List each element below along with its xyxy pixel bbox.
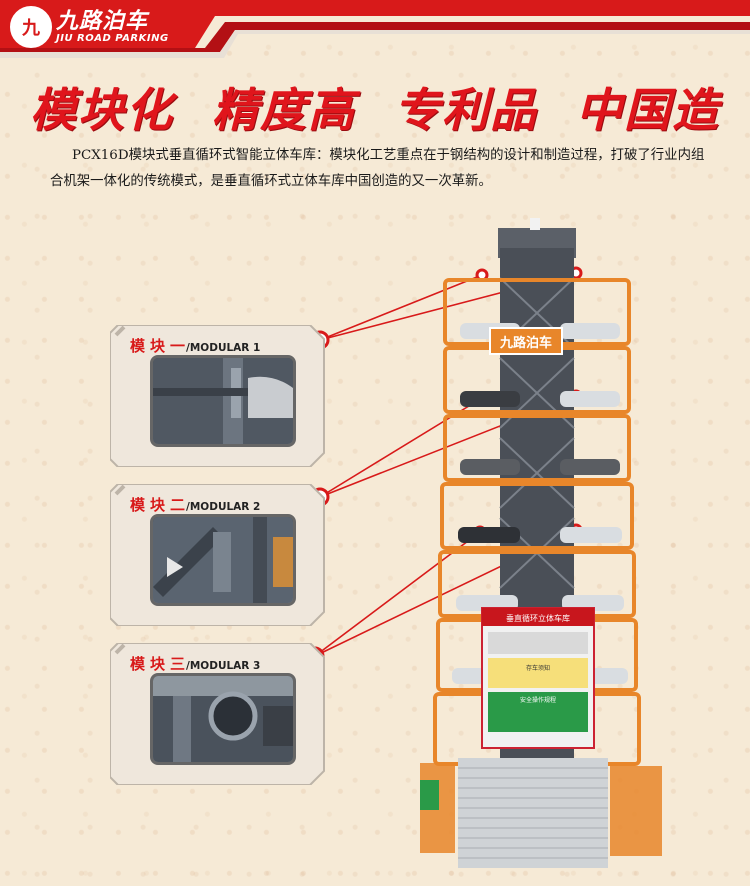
header-banner bbox=[0, 0, 750, 58]
headline-item: 模块化 bbox=[29, 83, 174, 137]
module-panel-3: 模块三/MODULAR 3 bbox=[110, 643, 332, 785]
parking-tower-illustration: 九路泊车 垂直循环立体车库 存车须知 安全操作规程 bbox=[420, 218, 662, 868]
module-photo bbox=[150, 514, 296, 606]
intro-paragraph: PCX16D模块式垂直循环式智能立体车库：模块化工艺重点在于钢结构的设计和制造过… bbox=[50, 143, 710, 195]
module-panel-1: 模块一/MODULAR 1 bbox=[110, 325, 332, 467]
brand-logo[interactable]: 九 九路泊车 JIU ROAD PARKING bbox=[10, 6, 169, 48]
module-title: 模块一/MODULAR 1 bbox=[130, 335, 260, 356]
module-panel-2: 模块二/MODULAR 2 bbox=[110, 484, 332, 626]
module-title-cn: 模块一 bbox=[130, 337, 191, 355]
module-title: 模块三/MODULAR 3 bbox=[130, 653, 260, 674]
module-title-en: /MODULAR 2 bbox=[186, 501, 261, 513]
tower-sign-text: 九路泊车 bbox=[499, 335, 552, 351]
module-title: 模块二/MODULAR 2 bbox=[130, 494, 260, 515]
headline-item: 专利品 bbox=[394, 83, 538, 137]
tower-panel-subtitle: 存车须知 bbox=[526, 664, 550, 672]
module-photo bbox=[150, 673, 296, 765]
intro-text: PCX16D模块式垂直循环式智能立体车库：模块化工艺重点在于钢结构的设计和制造过… bbox=[50, 148, 705, 189]
brand-logo-icon: 九 bbox=[10, 6, 52, 48]
brand-name-en: JIU ROAD PARKING bbox=[56, 32, 169, 44]
module-title-cn: 模块三 bbox=[130, 655, 191, 673]
brand-name-cn: 九路泊车 bbox=[56, 8, 149, 34]
module-photo bbox=[150, 355, 296, 447]
tower-panel-title: 垂直循环立体车库 bbox=[506, 613, 570, 623]
feature-headline: 模块化 精度高 专利品 中国造 bbox=[0, 74, 750, 140]
headline-item: 中国造 bbox=[576, 83, 721, 137]
module-title-en: /MODULAR 3 bbox=[186, 660, 261, 672]
module-title-en: /MODULAR 1 bbox=[186, 342, 261, 354]
module-title-cn: 模块二 bbox=[130, 496, 191, 514]
tower-panel-safety: 安全操作规程 bbox=[520, 696, 556, 704]
headline-item: 精度高 bbox=[211, 83, 356, 137]
